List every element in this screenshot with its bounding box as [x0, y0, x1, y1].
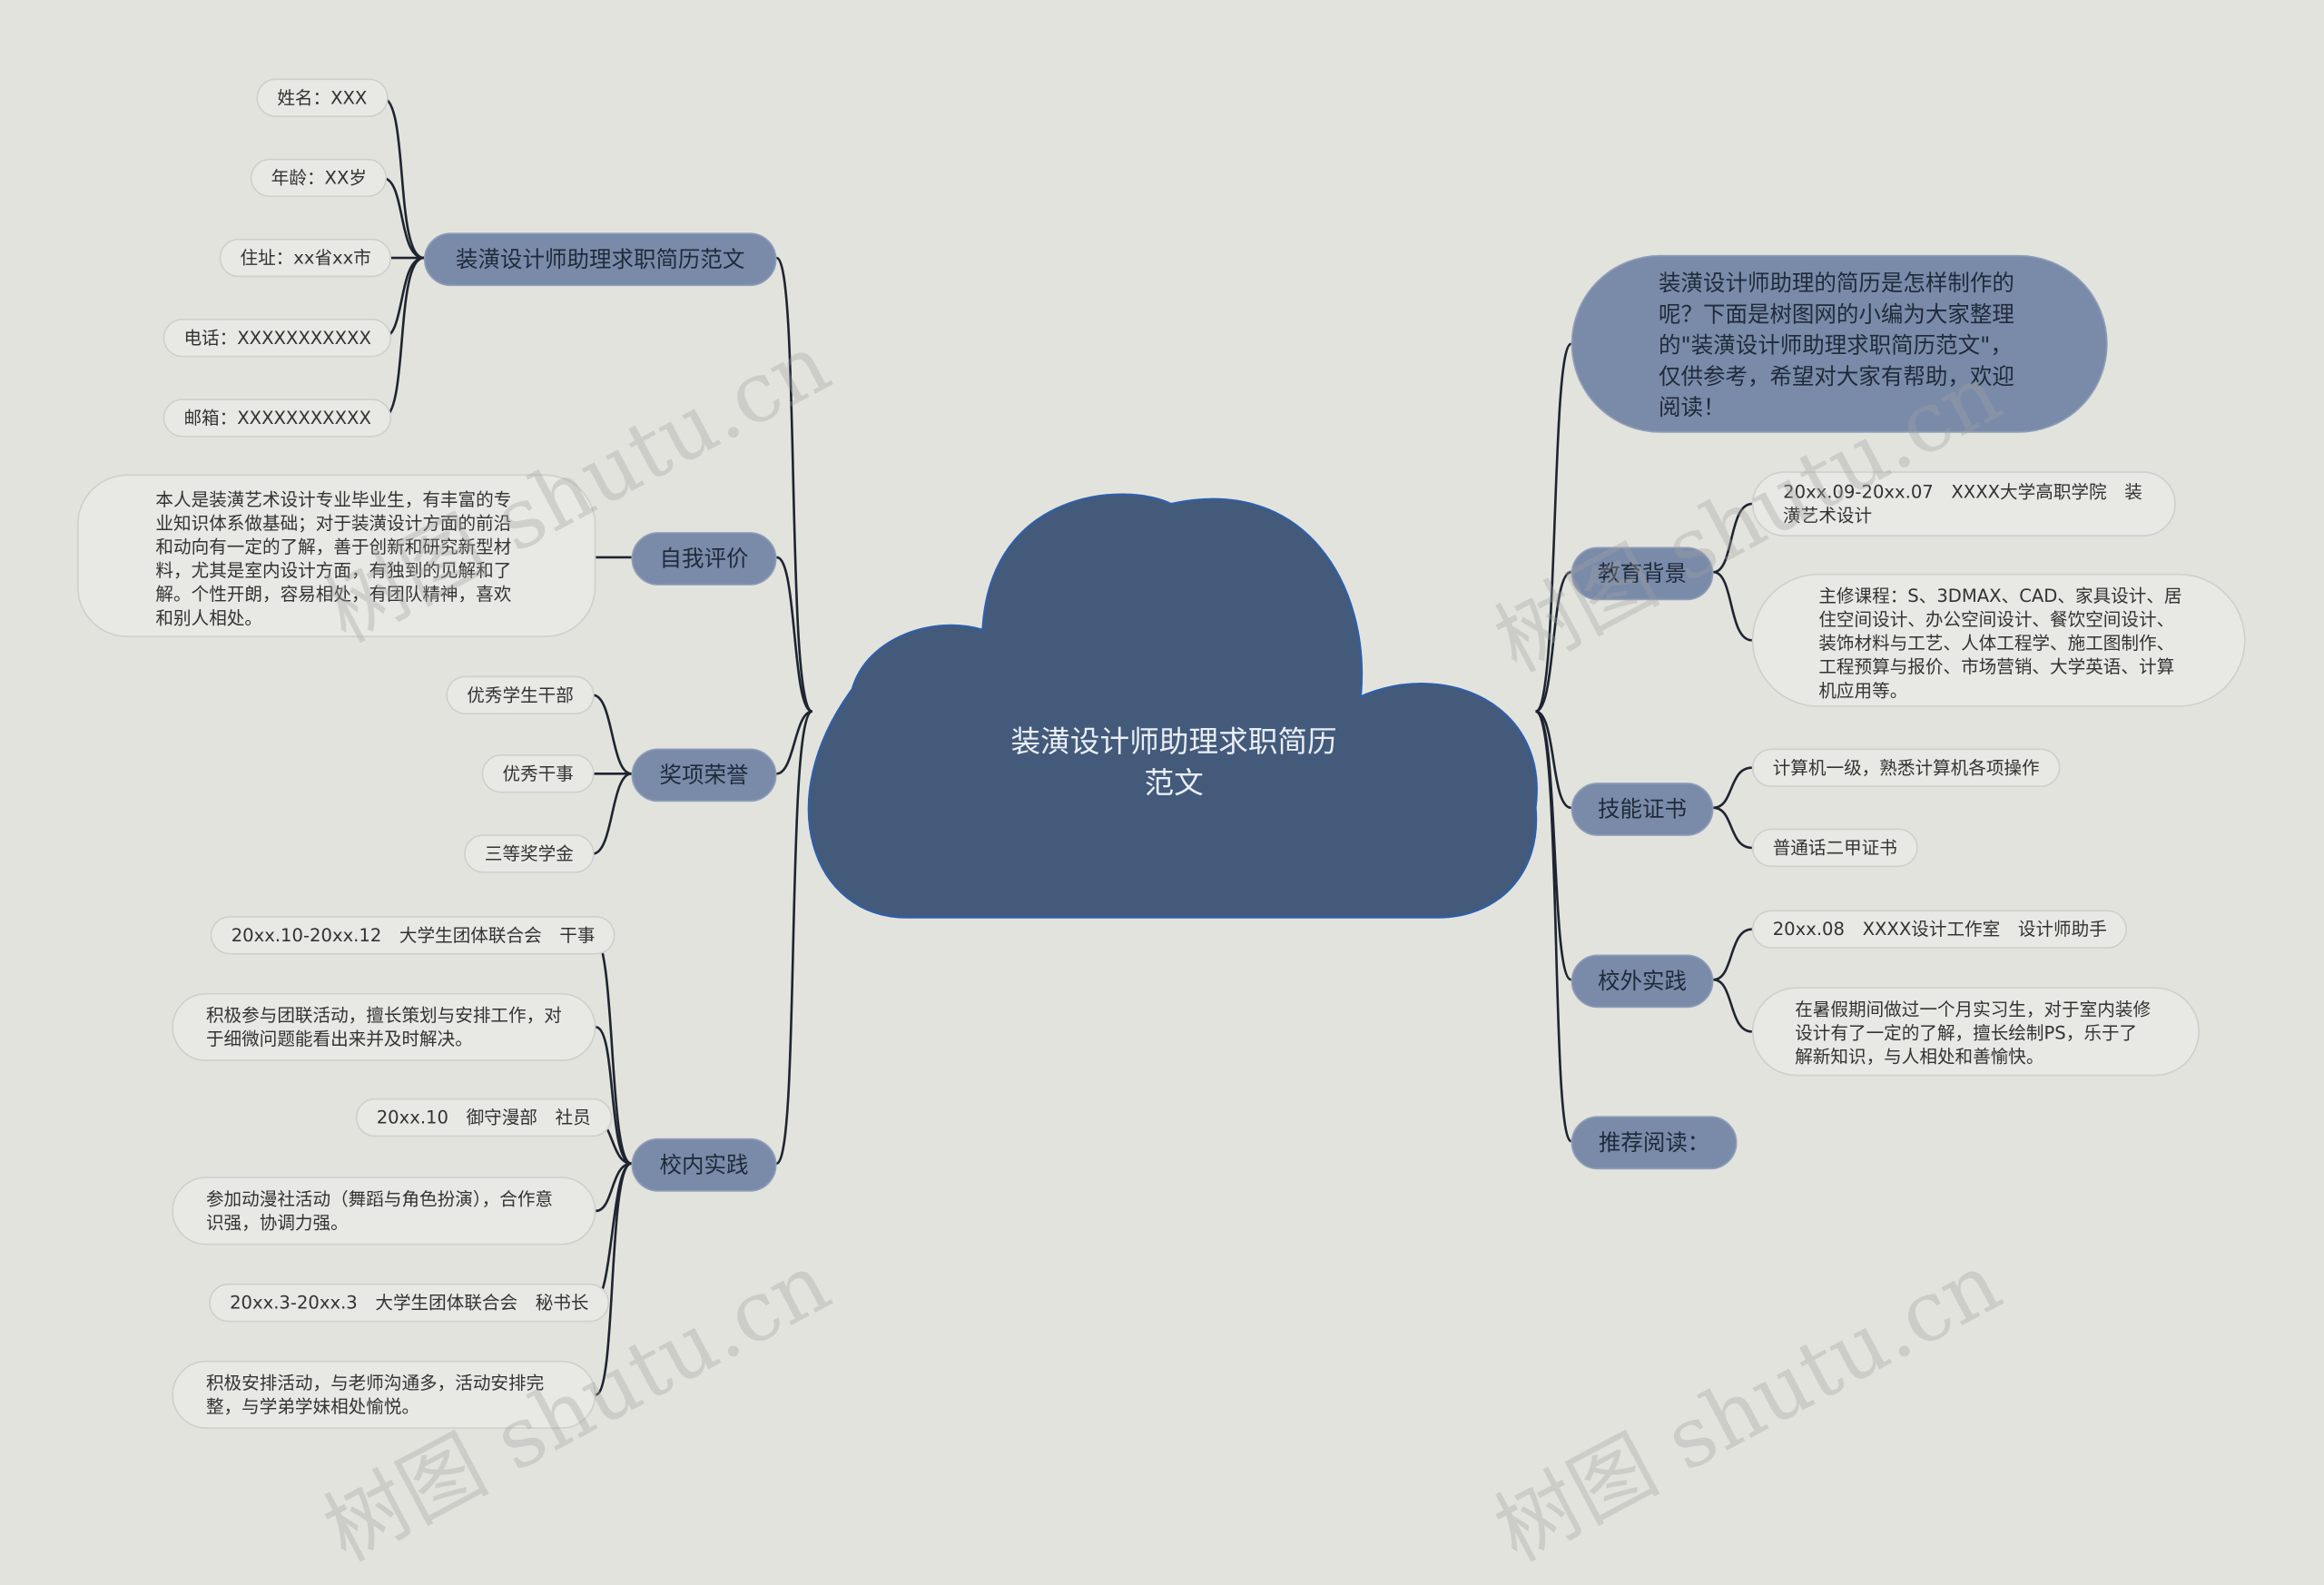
leaf-award-1[interactable]: 优秀学生干部 [446, 675, 595, 714]
central-topic[interactable]: 装潢设计师助理求职简历 范文 [1010, 723, 1337, 801]
branch-outside-practice[interactable]: 校外实践 [1571, 954, 1714, 1009]
leaf-skill-2[interactable]: 普通话二甲证书 [1751, 828, 1918, 868]
leaf-outside-2[interactable]: 在暑假期间做过一个月实习生，对于室内装修设计有了一定的了解，擅长绘制PS，乐于了… [1751, 987, 2200, 1077]
branch-campus-practice[interactable]: 校内实践 [631, 1137, 777, 1192]
leaf-campus-1[interactable]: 20xx.10-20xx.12 大学生团体联合会 干事 [210, 916, 616, 955]
mind-map: 装潢设计师助理求职简历 范文 装潢设计师助理求职简历范文 姓名：XXX 年龄：X… [76, 78, 2246, 1580]
leaf-age[interactable]: 年龄：XX岁 [250, 158, 388, 198]
leaf-campus-2[interactable]: 积极参与团联活动，擅长策划与安排工作，对于细微问题能看出来并及时解决。 [172, 992, 596, 1062]
leaf-phone[interactable]: 电话：XXXXXXXXXXX [162, 319, 392, 358]
leaf-self-text[interactable]: 本人是装潢艺术设计专业毕业生，有丰富的专业知识体系做基础；对于装潢设计方面的前沿… [76, 474, 596, 638]
leaf-award-3[interactable]: 三等奖学金 [464, 834, 595, 873]
branch-awards[interactable]: 奖项荣誉 [631, 748, 777, 802]
branch-basic-info[interactable]: 装潢设计师助理求职简历范文 [423, 232, 777, 287]
leaf-campus-5[interactable]: 20xx.3-20xx.3 大学生团体联合会 秘书长 [209, 1283, 610, 1323]
leaf-address[interactable]: 住址：xx省xx市 [219, 238, 392, 278]
leaf-outside-1[interactable]: 20xx.08 XXXX设计工作室 设计师助手 [1751, 910, 2128, 949]
intro-node[interactable]: 装潢设计师助理的简历是怎样制作的呢？下面是树图网的小编为大家整理的"装潢设计师助… [1571, 254, 2108, 433]
branch-education[interactable]: 教育背景 [1571, 546, 1714, 601]
leaf-award-2[interactable]: 优秀干事 [481, 754, 595, 793]
branch-recommend[interactable]: 推荐阅读： [1571, 1116, 1738, 1170]
leaf-campus-6[interactable]: 积极安排活动，与老师沟通多，活动安排完整，与学弟学妹相处愉悦。 [172, 1360, 596, 1429]
leaf-email[interactable]: 邮箱：XXXXXXXXXXX [162, 399, 392, 438]
branch-skills[interactable]: 技能证书 [1571, 783, 1714, 836]
leaf-name[interactable]: 姓名：XXX [256, 78, 389, 117]
leaf-edu-1[interactable]: 20xx.09-20xx.07 XXXX大学高职学院 装潢艺术设计 [1751, 471, 2176, 537]
leaf-edu-2[interactable]: 主修课程：S、3DMAX、CAD、家具设计、居住空间设计、办公空间设计、餐饮空间… [1751, 573, 2246, 707]
leaf-campus-3[interactable]: 20xx.10 御守漫部 社员 [355, 1098, 612, 1137]
leaf-campus-4[interactable]: 参加动漫社活动（舞蹈与角色扮演），合作意识强，协调力强。 [172, 1176, 596, 1245]
branch-self-evaluation[interactable]: 自我评价 [631, 532, 777, 586]
leaf-skill-1[interactable]: 计算机一级，熟悉计算机各项操作 [1751, 748, 2061, 787]
central-cloud [807, 493, 1538, 919]
